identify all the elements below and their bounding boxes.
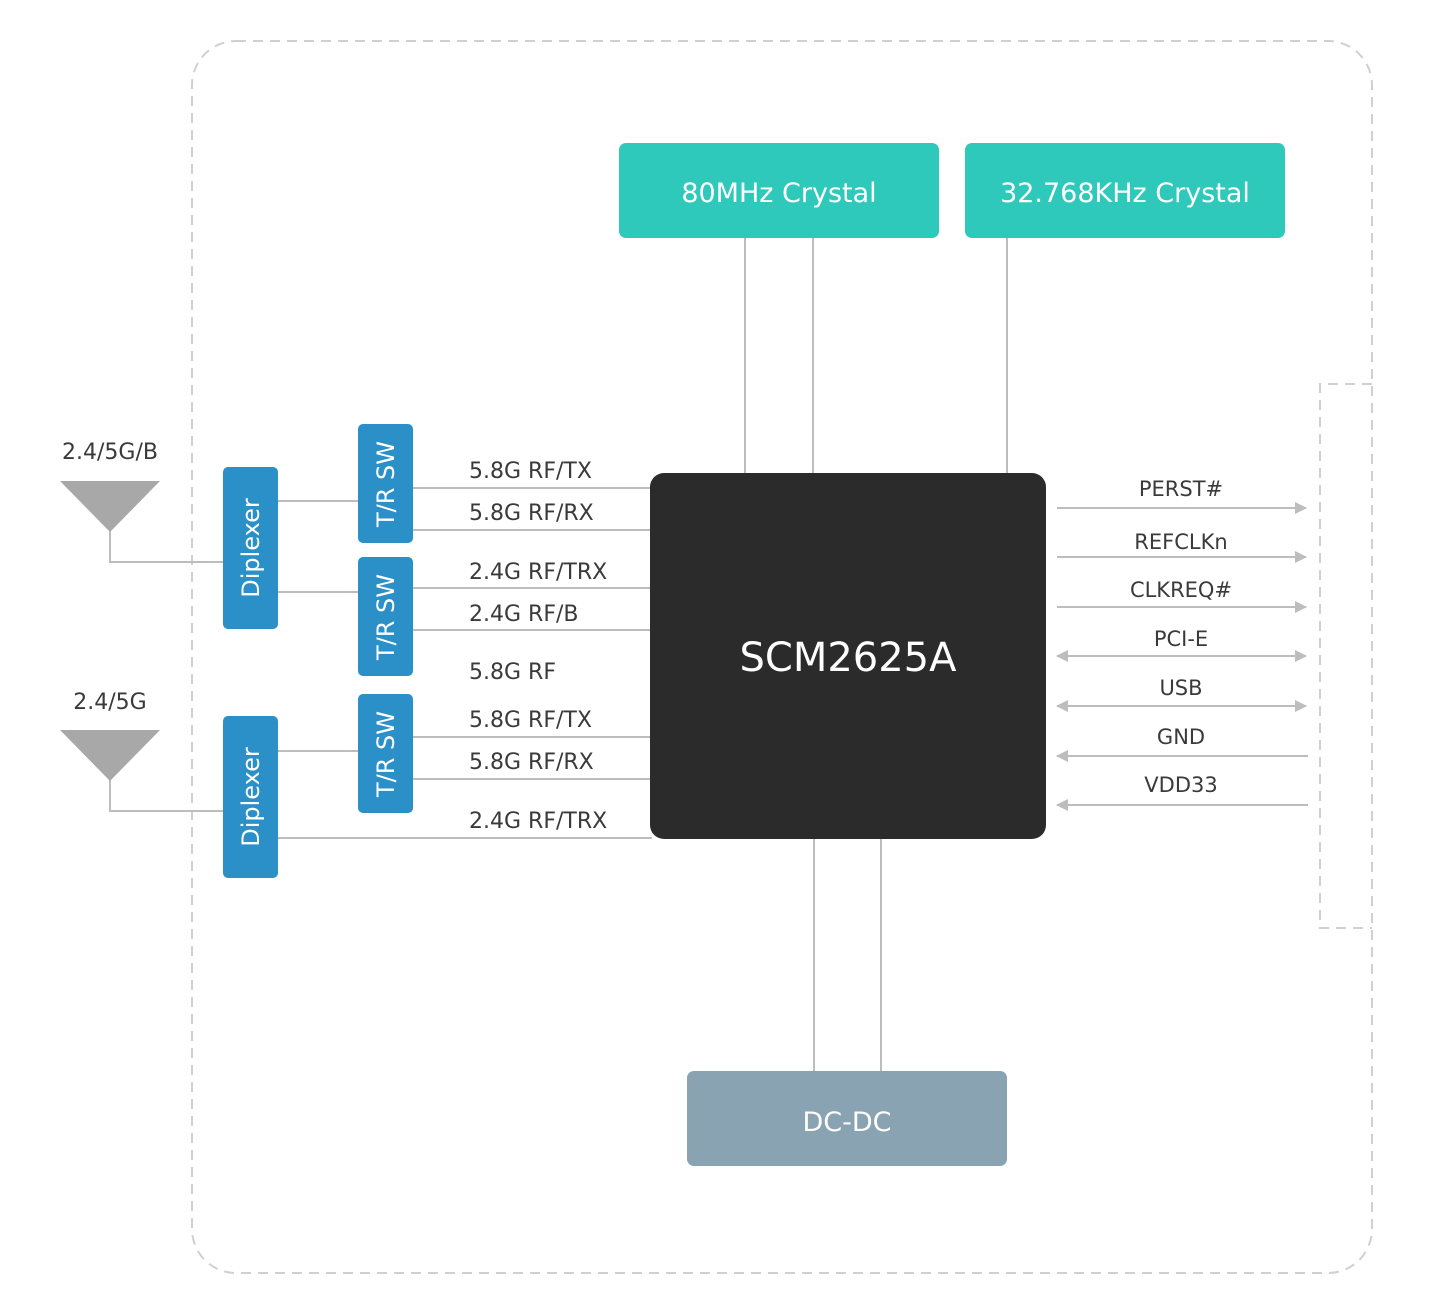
antenna-1-icon [60, 481, 160, 532]
crystal-80mhz-box [619, 143, 939, 238]
rf-label: 5.8G RF/RX [469, 750, 594, 775]
trsw-1-box [358, 424, 413, 543]
rf-label: 2.4G RF/TRX [469, 560, 607, 585]
trsw-2-label: T/R SW [372, 574, 400, 661]
chip-box [650, 473, 1046, 839]
diplexer-2-box [223, 716, 278, 878]
host-arrows [1056, 502, 1308, 811]
trsw-3-box [358, 694, 413, 813]
rf-label: 5.8G RF [469, 660, 556, 685]
crystal-32khz-label: 32.768KHz Crystal [1000, 178, 1250, 209]
dcdc-label: DC-DC [802, 1107, 891, 1138]
rf-lines [109, 487, 652, 839]
diplexer-2-label: Diplexer [237, 747, 265, 847]
rf-label: 5.8G RF/RX [469, 501, 594, 526]
rf-label: 2.4G RF/TRX [469, 809, 607, 834]
host-connector-outline [1319, 383, 1372, 929]
host-signal-label: PCI-E [1154, 627, 1208, 651]
host-signal-label: PERST# [1139, 477, 1223, 501]
chip-label: SCM2625A [740, 635, 958, 681]
rf-label: 2.4G RF/B [469, 602, 578, 627]
rf-label: 5.8G RF/TX [469, 459, 592, 484]
power-lines [813, 838, 882, 1072]
antenna-2-label: 2.4/5G [73, 690, 146, 715]
trsw-2-box [358, 557, 413, 676]
module-outline [191, 40, 1373, 1274]
rf-label: 5.8G RF/TX [469, 708, 592, 733]
host-signal-label: CLKREQ# [1130, 578, 1232, 602]
trsw-3-label: T/R SW [372, 711, 400, 798]
host-signal-label: VDD33 [1144, 773, 1217, 797]
dcdc-box [687, 1071, 1007, 1166]
antenna-2-icon [60, 730, 160, 781]
diplexer-1-label: Diplexer [237, 498, 265, 598]
crystal-lines [744, 238, 1008, 474]
host-signal-label: USB [1159, 676, 1202, 700]
host-signal-label: GND [1157, 725, 1205, 749]
antenna-1-label: 2.4/5G/B [62, 440, 158, 465]
crystal-32khz-box [965, 143, 1285, 238]
crystal-80mhz-label: 80MHz Crystal [681, 178, 876, 209]
trsw-1-label: T/R SW [372, 441, 400, 528]
diplexer-1-box [223, 467, 278, 629]
host-signal-label: REFCLKn [1134, 530, 1227, 554]
